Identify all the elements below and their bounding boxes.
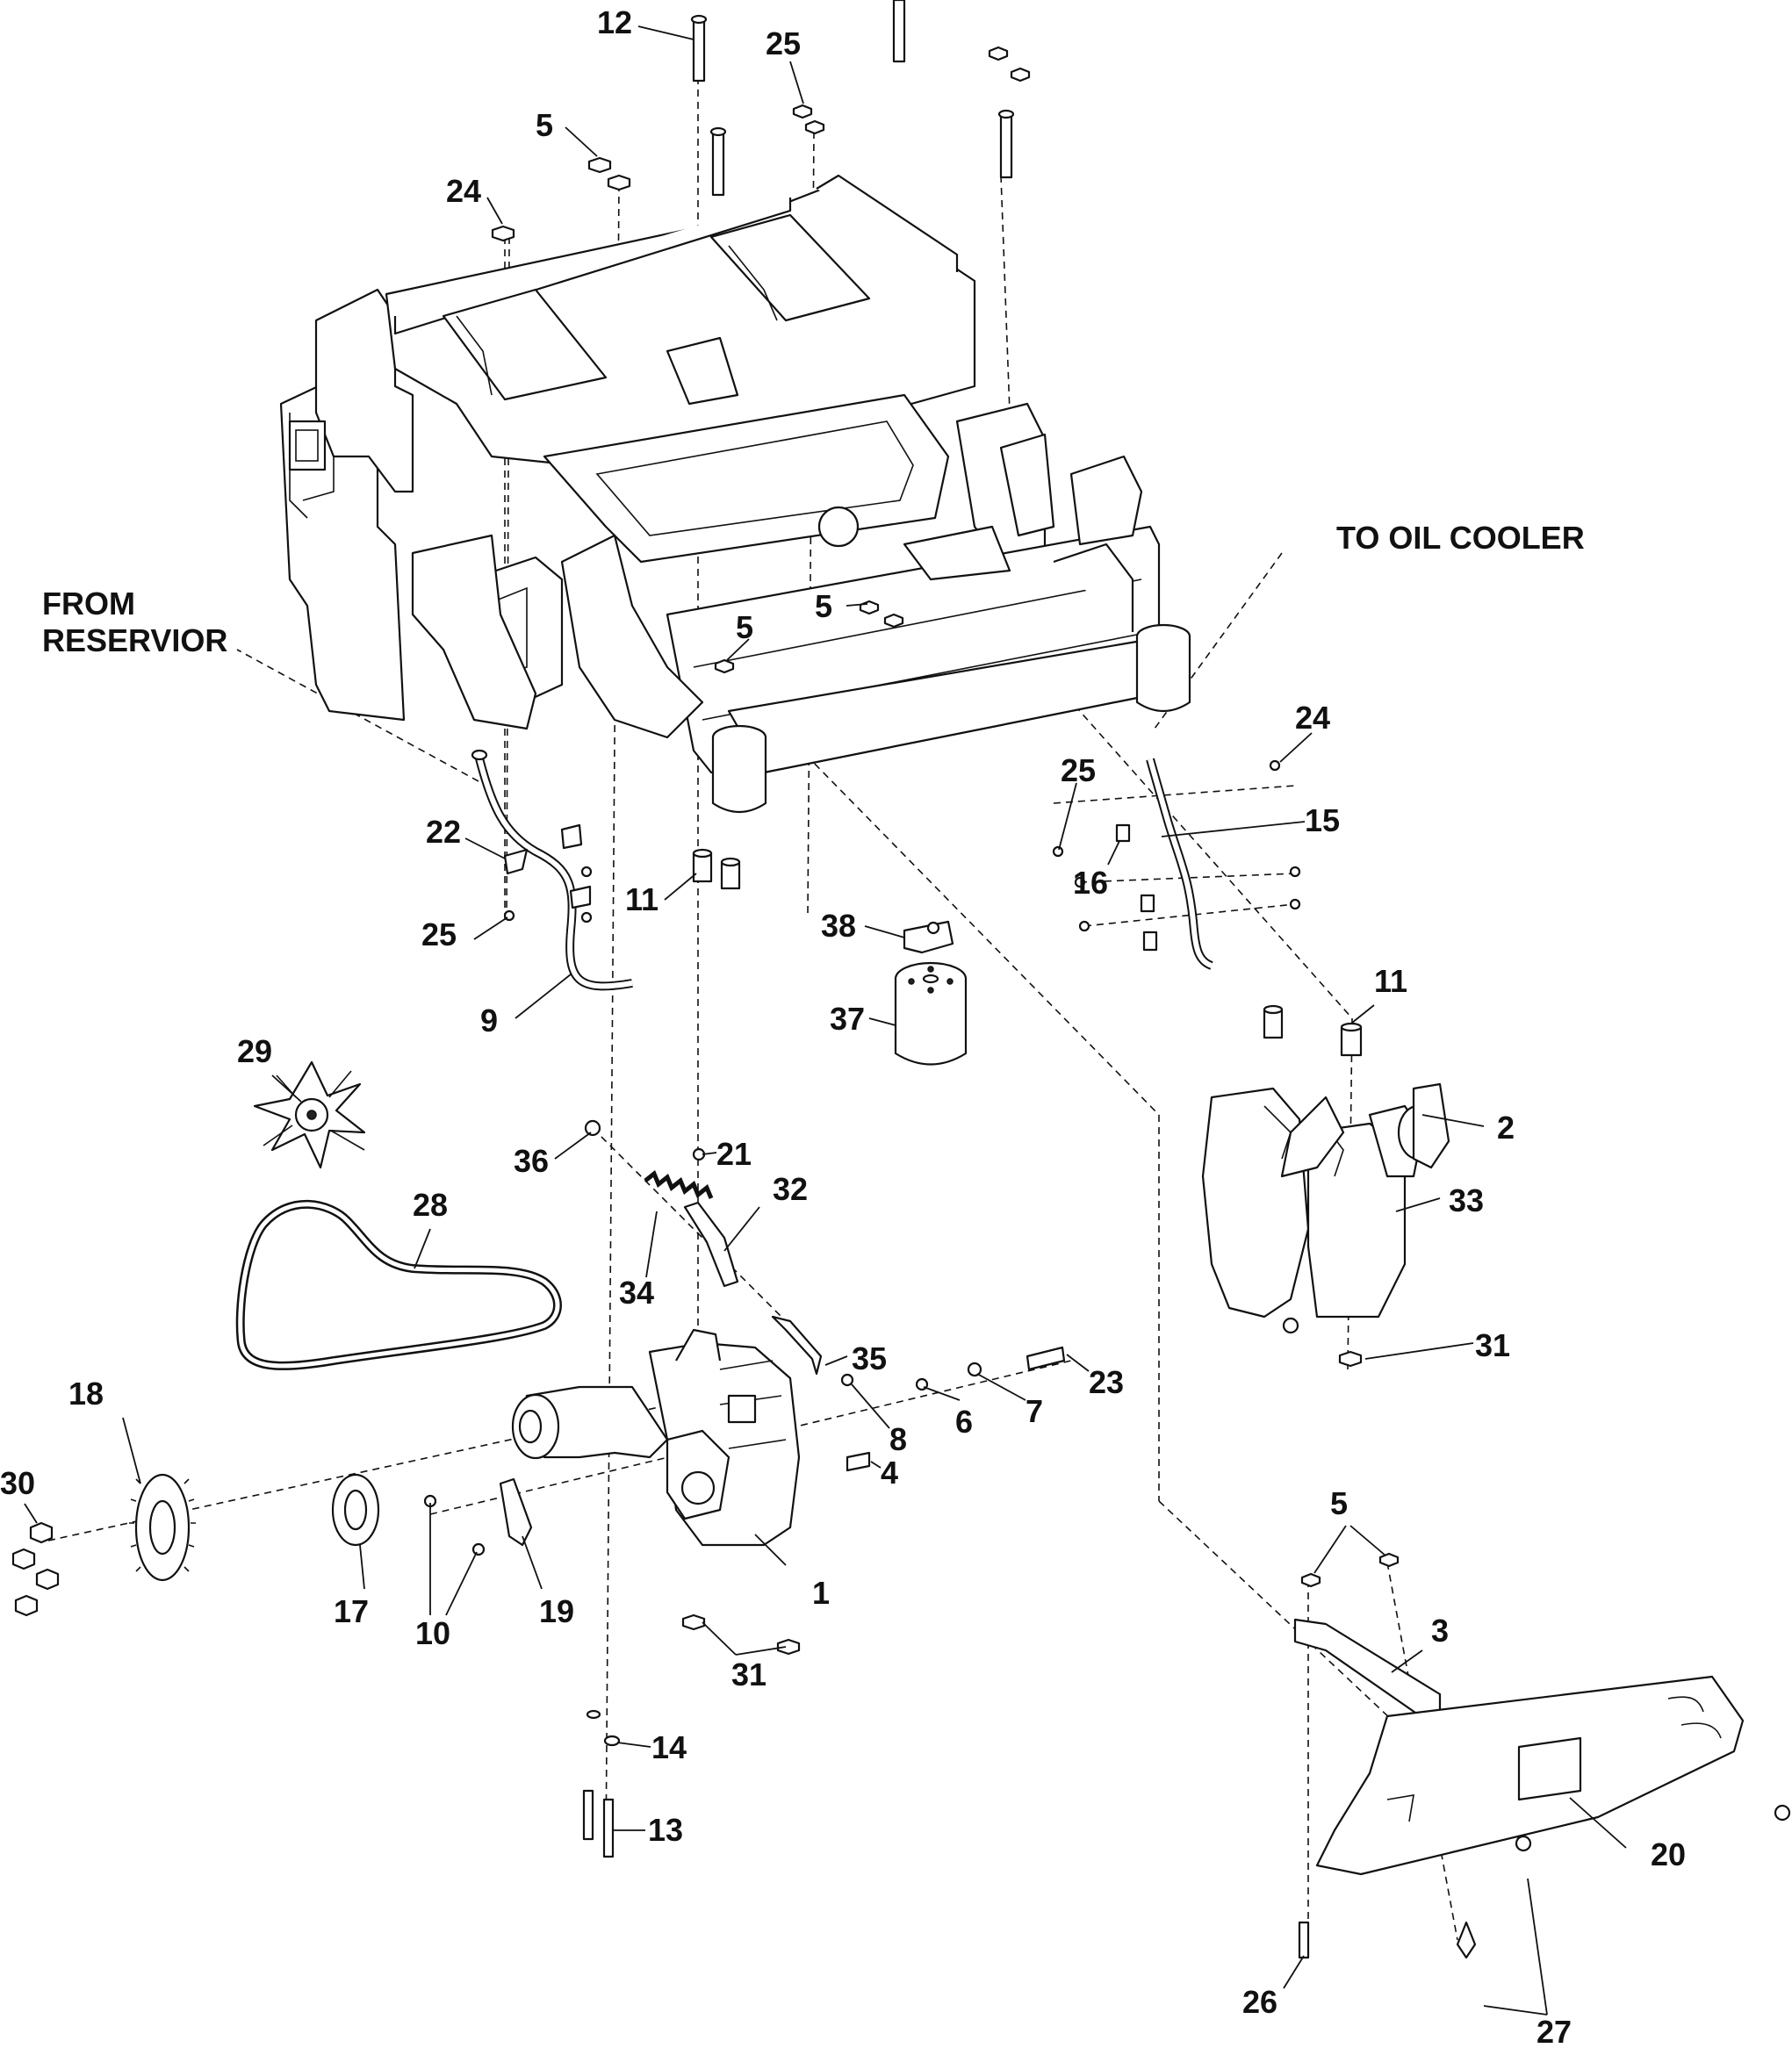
callout-8: 8 <box>889 1421 907 1457</box>
flow-notes: FROM RESERVIOR TO OIL COOLER <box>42 520 1585 658</box>
callout-2: 2 <box>1497 1110 1515 1146</box>
callout-34: 34 <box>619 1275 654 1311</box>
callout-19: 19 <box>539 1593 574 1629</box>
right-transmission <box>1201 1082 1450 1334</box>
callout-10: 10 <box>415 1615 450 1651</box>
oil-filter-assembly <box>894 920 968 1066</box>
callout-33: 33 <box>1449 1182 1484 1218</box>
note-from-reservior-line1: FROM <box>42 586 135 622</box>
callout-24: 24 <box>1295 700 1330 736</box>
callout-1: 1 <box>812 1575 830 1611</box>
callout-7: 7 <box>1026 1393 1043 1429</box>
callout-11: 11 <box>1374 963 1407 999</box>
callout-37: 37 <box>830 1001 865 1037</box>
left-transmission <box>511 1328 801 1547</box>
callout-4: 4 <box>881 1455 898 1491</box>
callout-11: 11 <box>625 881 659 917</box>
drive-belt <box>235 1199 562 1370</box>
callout-3: 3 <box>1431 1613 1449 1649</box>
mower-frame <box>279 174 1191 813</box>
callout-25: 25 <box>766 25 801 61</box>
callout-15: 15 <box>1305 802 1340 838</box>
hydraulic-line-left <box>471 749 633 991</box>
callout-30: 30 <box>0 1465 35 1501</box>
linkage-hardware <box>584 1119 823 1376</box>
top-hardware <box>491 0 1031 674</box>
hydraulic-line-right <box>1052 758 1301 970</box>
callout-32: 32 <box>773 1171 808 1207</box>
callout-23: 23 <box>1089 1364 1124 1400</box>
callout-26: 26 <box>1242 1984 1277 2020</box>
spacers <box>692 848 1363 1057</box>
callout-29: 29 <box>237 1033 272 1069</box>
note-to-oil-cooler: TO OIL COOLER <box>1336 520 1585 556</box>
lower-hardware <box>582 1350 1791 1959</box>
callout-5: 5 <box>736 609 753 645</box>
callout-17: 17 <box>334 1593 369 1629</box>
callout-24: 24 <box>446 173 481 209</box>
callout-22: 22 <box>426 814 461 850</box>
callout-16: 16 <box>1073 865 1108 901</box>
callout-36: 36 <box>514 1143 549 1179</box>
callout-13: 13 <box>648 1812 683 1848</box>
callout-21: 21 <box>716 1136 752 1172</box>
callout-27: 27 <box>1537 2014 1572 2048</box>
callout-35: 35 <box>852 1340 887 1376</box>
callout-5: 5 <box>815 588 832 624</box>
callout-31: 31 <box>731 1656 766 1692</box>
callout-28: 28 <box>413 1187 448 1223</box>
leader-lines <box>24 25 1627 2016</box>
callout-6: 6 <box>955 1404 973 1440</box>
sprocket-and-hardware <box>11 1346 1066 1617</box>
cooling-fan <box>253 1060 366 1169</box>
callout-5: 5 <box>1330 1485 1348 1521</box>
callout-5: 5 <box>536 107 553 143</box>
callout-9: 9 <box>480 1002 498 1038</box>
callout-38: 38 <box>821 908 856 944</box>
callout-numbers: 12 25 5 24 5 5 24 25 15 16 22 11 25 38 9… <box>0 4 1686 2048</box>
callout-25: 25 <box>421 916 457 952</box>
callout-12: 12 <box>597 4 632 40</box>
callout-14: 14 <box>651 1729 687 1765</box>
note-from-reservior-line2: RESERVIOR <box>42 622 227 658</box>
callout-25: 25 <box>1061 752 1096 788</box>
shield-and-cover <box>1293 1618 1745 1876</box>
callout-18: 18 <box>68 1376 104 1412</box>
callout-20: 20 <box>1651 1836 1686 1872</box>
callout-31: 31 <box>1475 1327 1510 1363</box>
